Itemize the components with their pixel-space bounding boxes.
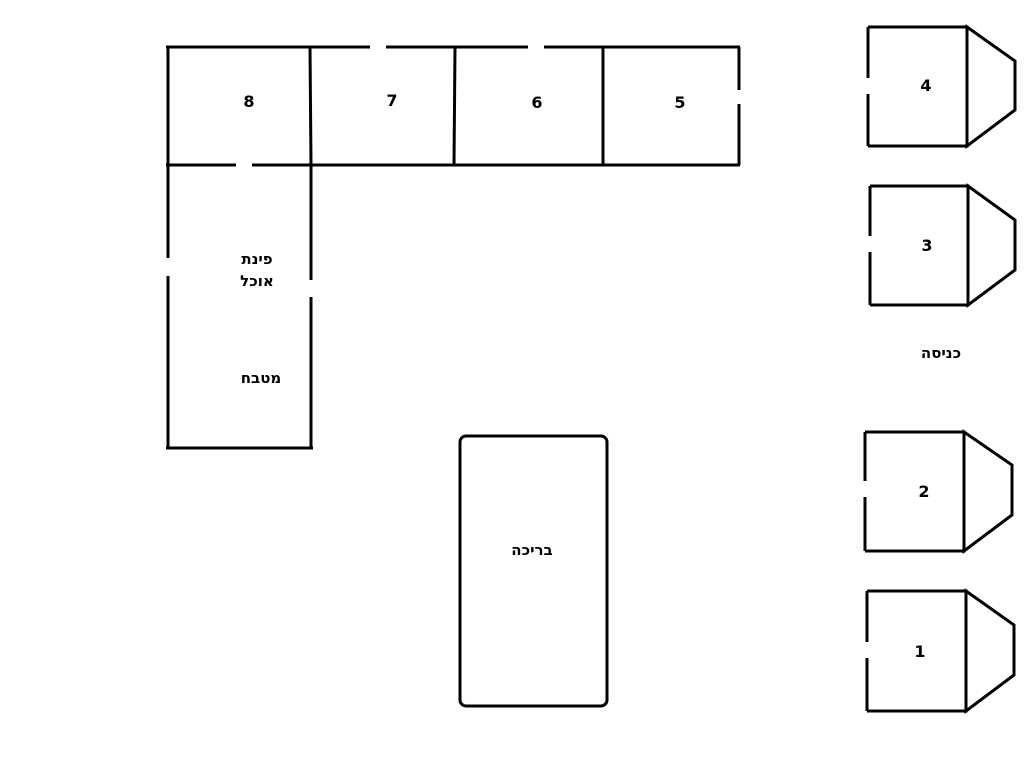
unit-3-label: 3 [921, 236, 932, 255]
unit-2 [863, 429, 1014, 554]
kitchen-block [166, 165, 313, 450]
kitchen-label: מטבח [241, 369, 282, 387]
unit-4-label: 4 [920, 76, 931, 95]
dining-corner-label-line2: אוכל [240, 272, 274, 290]
dining-corner-label-line1: פינת [241, 250, 272, 268]
room-block-top [166, 45, 741, 167]
room-5-label: 5 [674, 93, 685, 112]
pool-label: בריכה [511, 541, 552, 559]
unit-3 [868, 183, 1017, 308]
entrance-label: כניסה [921, 344, 961, 362]
unit-1-label: 1 [914, 642, 925, 661]
unit-2-label: 2 [918, 482, 929, 501]
pool-outline [458, 434, 609, 708]
unit-1 [865, 588, 1016, 714]
room-6-label: 6 [531, 93, 542, 112]
room-8-label: 8 [243, 92, 254, 111]
unit-4 [866, 24, 1017, 149]
room-7-label: 7 [386, 91, 397, 110]
